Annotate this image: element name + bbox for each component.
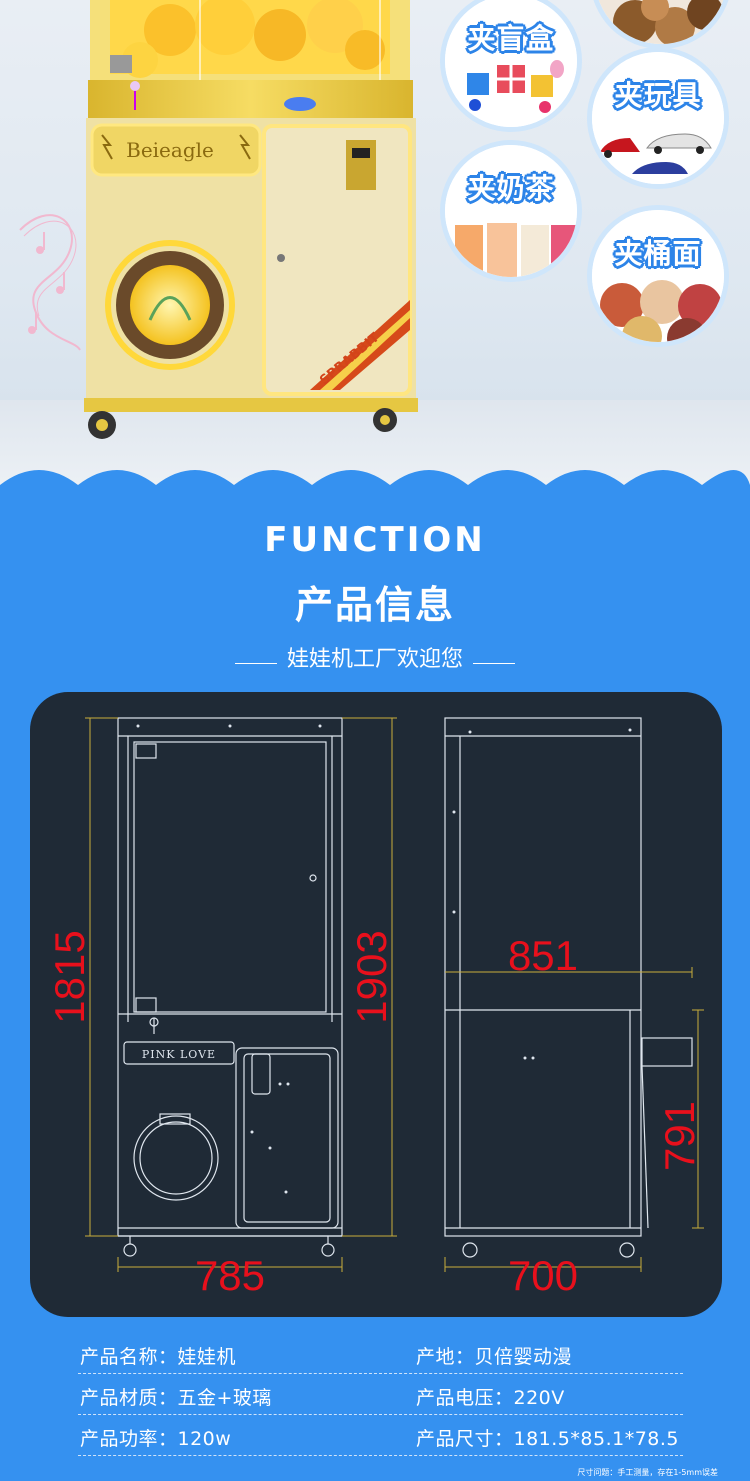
dimension-drawing-panel: 1815 1903 785 851 700 791 PINK LOVE <box>30 692 722 1317</box>
bubble-label: 夹盲盒 <box>467 22 555 55</box>
row-separator <box>78 1414 683 1415</box>
teddy-bear-icon <box>595 0 727 44</box>
front-round-window <box>133 1115 219 1201</box>
bubble-label: 夹桶面 <box>614 237 702 270</box>
milk-tea-bubble: 夹奶茶 <box>445 145 577 277</box>
machine-brand-label: Beieagle <box>126 138 214 162</box>
side-outline <box>444 717 642 1237</box>
spec-row: 产品名称：娃娃机 产地：贝倍婴动漫 <box>78 1338 683 1374</box>
music-notes-icon <box>19 214 81 351</box>
spec-left: 产品材质：五金+玻璃 <box>80 1387 272 1409</box>
instant-noodle-bubble: 夹桶面 <box>592 210 724 342</box>
claw-machine-photo: Beieagle SPRABBIT <box>84 0 418 439</box>
spec-right: 产品尺寸：181.5*85.1*78.5 <box>416 1428 680 1450</box>
info-header: FUNCTION 产品信息 娃娃机工厂欢迎您 <box>0 520 750 673</box>
wave-divider <box>0 470 750 505</box>
toy-bubble: 夹玩具 <box>592 52 724 184</box>
dim-cabinet-height: 791 <box>656 1101 703 1171</box>
blind-box-bubble: 夹盲盒 <box>445 0 577 127</box>
dim-side-top: 851 <box>508 932 578 979</box>
gift-box-icon <box>445 0 577 127</box>
side-control-box <box>641 1037 693 1067</box>
front-outline <box>117 717 343 1237</box>
toy-car-icon <box>592 52 724 184</box>
dim-front-height: 1815 <box>46 930 93 1023</box>
bubble-label: 夹奶茶 <box>467 172 555 205</box>
front-glass-window <box>133 741 327 1013</box>
spec-left: 产品名称：娃娃机 <box>80 1346 237 1368</box>
bubble-label: 夹玩具 <box>614 79 702 112</box>
front-sign-text: PINK LOVE <box>142 1048 216 1061</box>
measurement-note: 尺寸问题：手工测量，存在1-5mm误差 <box>577 1468 718 1477</box>
section-eyebrow: FUNCTION <box>264 520 486 560</box>
hero-section: Beieagle SPRABBIT <box>0 0 750 500</box>
divider-left <box>234 662 277 664</box>
front-cabinet-door <box>235 1047 339 1229</box>
row-separator <box>78 1373 683 1374</box>
spec-left: 产品功率：120w <box>80 1428 232 1450</box>
dim-front-width: 785 <box>195 1252 265 1299</box>
divider-right <box>473 662 515 664</box>
plush-toys-bubble <box>595 0 727 44</box>
dim-side-depth: 700 <box>508 1252 578 1299</box>
section-subtitle: 娃娃机工厂欢迎您 <box>0 641 750 673</box>
dimension-drawing: 1815 1903 785 851 700 791 PINK LOVE <box>46 717 704 1299</box>
subtitle-text: 娃娃机工厂欢迎您 <box>286 647 463 672</box>
spec-table: 产品名称：娃娃机 产地：贝倍婴动漫 产品材质：五金+玻璃 产品电压：220V 产… <box>0 1330 750 1481</box>
dim-total-height: 1903 <box>348 930 395 1023</box>
spec-row: 产品材质：五金+玻璃 产品电压：220V <box>78 1379 683 1415</box>
milk-tea-icon <box>445 145 577 277</box>
spec-row: 产品功率：120w 产品尺寸：181.5*85.1*78.5 <box>78 1420 683 1456</box>
spec-right: 产地：贝倍婴动漫 <box>416 1346 573 1368</box>
section-title: 产品信息 <box>294 583 455 627</box>
front-sign-plate <box>123 1041 235 1065</box>
instant-noodle-icon <box>592 210 724 342</box>
spec-right: 产品电压：220V <box>416 1387 565 1409</box>
row-separator <box>78 1455 683 1456</box>
